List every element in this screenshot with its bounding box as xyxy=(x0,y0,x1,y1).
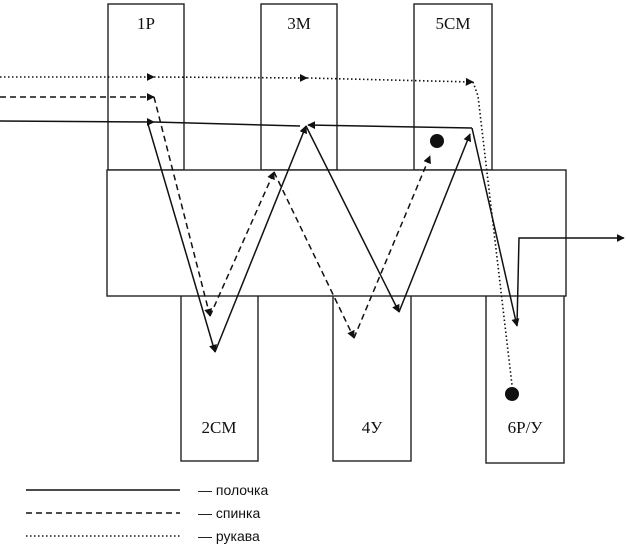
front-1-to-2-arrow xyxy=(147,123,217,353)
station-6-label: 6Р/У xyxy=(508,418,544,437)
legend-dashed-label: — спинка xyxy=(198,505,260,521)
legend-solid-label: — полочка xyxy=(198,482,268,498)
station-3-label: 3М xyxy=(287,14,311,33)
legend-dotted-label: — рукава xyxy=(198,528,260,544)
sleeves-5-to-6-line xyxy=(472,81,513,386)
front-1-to-3-line xyxy=(153,121,301,127)
back-2-to-3-arrow xyxy=(209,171,275,317)
front-2-to-3-arrow xyxy=(214,125,308,353)
front-entry-arrow xyxy=(0,117,155,126)
station-5-box xyxy=(413,3,493,171)
station-4-label: 4У xyxy=(362,418,384,437)
front-4-to-5-arrow xyxy=(398,133,472,313)
front-exit-arrow xyxy=(516,234,625,327)
front-5-to-6-arrow xyxy=(471,127,520,327)
legend: — полочка — спинка — рукава xyxy=(26,482,268,544)
back-3-to-4-arrow xyxy=(273,171,355,339)
sleeves-flow xyxy=(0,73,519,401)
station-5-label: 5СМ xyxy=(436,14,471,33)
station-6-box xyxy=(485,292,565,464)
front-flow xyxy=(0,117,625,353)
station-1-box xyxy=(107,3,185,171)
front-3-to-4-arrow xyxy=(305,125,400,313)
front-5-to-3-return-arrow xyxy=(307,121,473,130)
station-2-label: 2СМ xyxy=(202,418,237,437)
sleeves-1-to-3-arrow xyxy=(153,73,308,82)
sleeves-end-dot xyxy=(505,387,519,401)
conveyor-band xyxy=(106,169,567,297)
back-flow xyxy=(0,93,444,339)
back-end-dot xyxy=(430,134,444,148)
station-1-label: 1Р xyxy=(137,14,155,33)
station-2-box xyxy=(180,292,259,462)
back-1-to-2-arrow xyxy=(153,96,213,317)
back-4-to-5-arrow xyxy=(353,155,431,339)
